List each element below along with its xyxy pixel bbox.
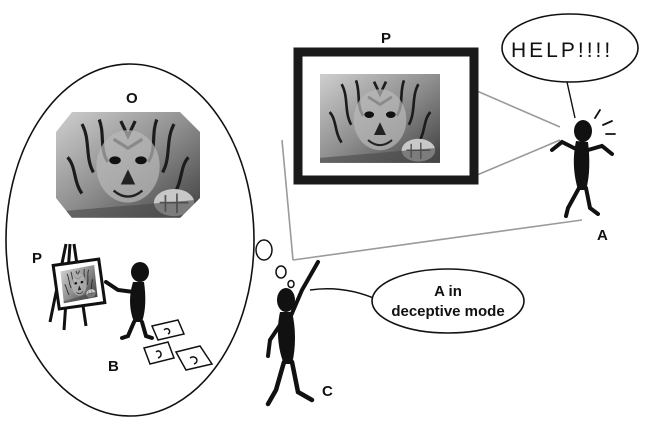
help-bubble	[501, 13, 639, 119]
label-c: C	[322, 383, 333, 400]
label-p-frame: P	[381, 30, 391, 47]
discarded-sketches	[143, 319, 214, 371]
framed-painting-p	[293, 47, 479, 185]
deceptive-text-line1: A in	[434, 283, 462, 300]
gaze-line-c-to-a	[292, 219, 583, 261]
label-o: O	[126, 90, 138, 107]
thought-bubbles	[255, 239, 295, 289]
deceptive-text-line2: deceptive mode	[391, 303, 504, 320]
tiger-photo-o	[56, 112, 200, 218]
label-p-easel: P	[32, 250, 42, 267]
label-a: A	[597, 227, 608, 244]
figure-c	[265, 260, 320, 407]
figure-b	[104, 262, 154, 340]
sightline-lower	[469, 139, 561, 179]
help-text: HELP!!!!	[511, 39, 613, 62]
easel-painting	[48, 243, 107, 331]
mind-ellipse	[5, 63, 255, 417]
gaze-line-c-to-frame	[281, 139, 294, 261]
figure-a	[550, 109, 616, 218]
label-b: B	[108, 358, 119, 375]
sightline-upper	[469, 87, 561, 128]
deceptive-bubble	[309, 268, 525, 334]
